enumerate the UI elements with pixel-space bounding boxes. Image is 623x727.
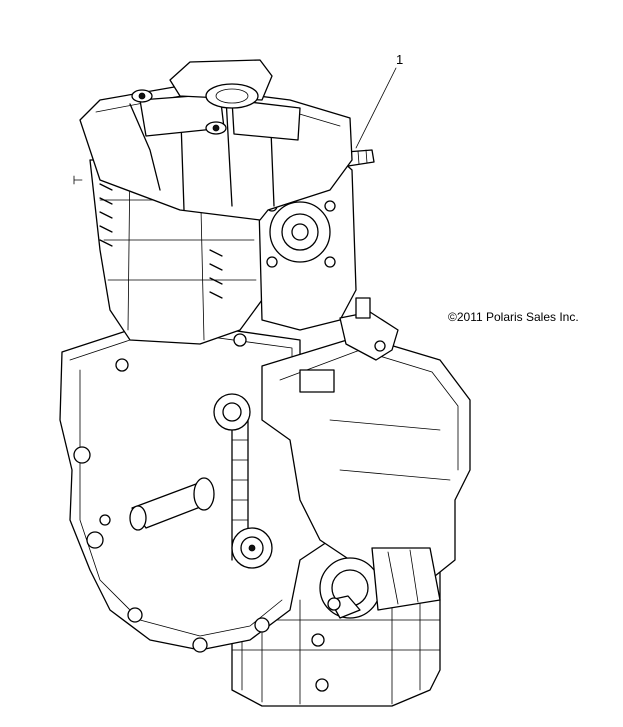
copyright-notice: ©2011 Polaris Sales Inc. xyxy=(448,310,579,324)
starter-pto-assembly xyxy=(319,547,441,619)
cooling-fins-left xyxy=(99,183,223,299)
valve-cover-part-1 xyxy=(79,85,353,221)
callout-label-1: 1 xyxy=(396,52,404,67)
engine-assembly-illustration xyxy=(59,59,471,707)
output-shaft-chain xyxy=(129,393,273,569)
callout-leader-line xyxy=(355,67,397,149)
